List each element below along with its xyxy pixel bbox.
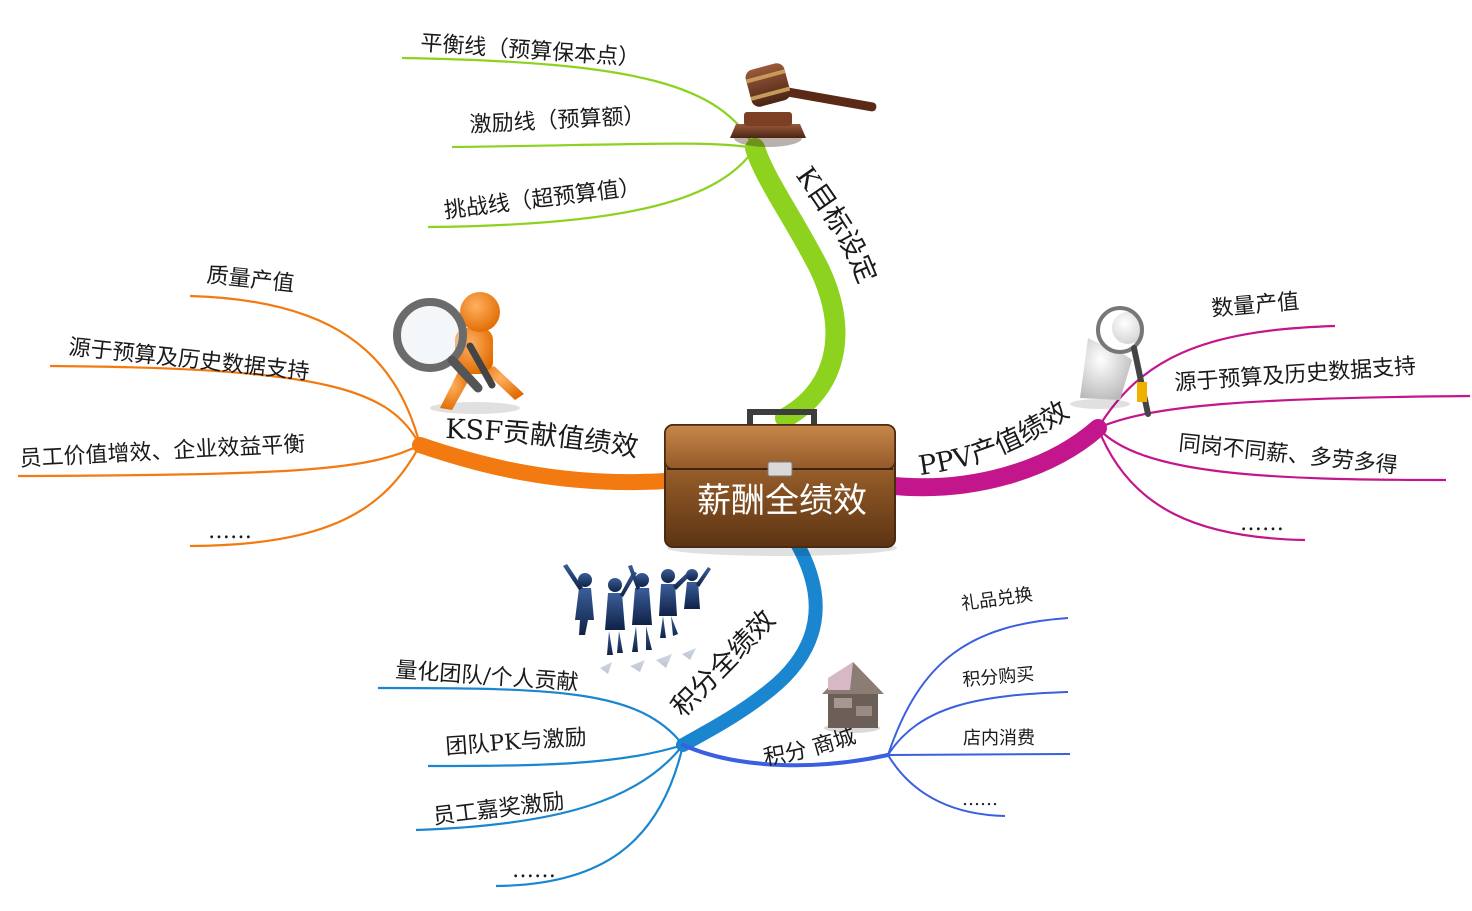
- points-item-4: ……: [512, 858, 556, 883]
- ksf-item-1: 质量产值: [205, 263, 295, 297]
- white-person-magnifier-icon: [1070, 306, 1151, 417]
- ppv-item-3: 同岗不同薪、多劳多得: [1177, 431, 1398, 479]
- ksf-item-2: 源于预算及历史数据支持: [67, 335, 310, 385]
- branch-k-target-trunk: [745, 138, 846, 428]
- mall-item-1: 礼品兑换: [960, 584, 1034, 615]
- branch-points-trunk: [676, 533, 823, 752]
- ppv-item-1: 数量产值: [1210, 289, 1300, 322]
- branch-ppv-trunk: [876, 419, 1107, 497]
- points-item-2: 团队PK与激励: [445, 725, 588, 760]
- center-briefcase: 薪酬全绩效: [664, 409, 897, 556]
- ppv-branch-label: PPV产值绩效: [916, 395, 1074, 482]
- ppv-item-2: 源于预算及历史数据支持: [1174, 354, 1417, 396]
- branch-ppv: 数量产值 源于预算及历史数据支持 同岗不同薪、多劳多得 …… PPV产值绩效: [876, 289, 1471, 542]
- ksf-item-4: ……: [208, 519, 252, 544]
- k-target-item-3: 挑战线（超预算值）: [443, 175, 643, 224]
- points-item-1: 量化团队/个人贡献: [395, 658, 580, 696]
- money-house-icon: [822, 662, 884, 733]
- ksf-item-3: 员工价值增效、企业效益平衡: [19, 432, 306, 472]
- jumping-people-icon: [563, 564, 711, 674]
- mall-item-3: 店内消费: [963, 728, 1035, 749]
- branch-points: 量化团队/个人贡献 团队PK与激励 员工嘉奖激励 …… 积分全绩效: [377, 533, 823, 888]
- k-target-item-2: 激励线（预算额）: [469, 104, 646, 138]
- branch-mall-trunk: [681, 743, 890, 768]
- orange-person-magnifier-icon: [393, 292, 524, 414]
- branch-ksf: 质量产值 源于预算及历史数据支持 员工价值增效、企业效益平衡 …… KSF贡献值…: [17, 263, 688, 548]
- center-label: 薪酬全绩效: [697, 481, 867, 521]
- branch-ksf-trunk: [412, 437, 688, 491]
- mall-item-4: ……: [962, 789, 998, 810]
- gavel-icon: [730, 63, 877, 147]
- ppv-item-4: ……: [1240, 511, 1284, 536]
- points-branch-label: 积分全绩效: [666, 604, 782, 723]
- briefcase-clasp: [767, 461, 793, 477]
- mall-item-2: 积分购买: [962, 664, 1036, 691]
- k-target-item-1: 平衡线（预算保本点）: [420, 31, 641, 71]
- briefcase-handle: [747, 409, 817, 428]
